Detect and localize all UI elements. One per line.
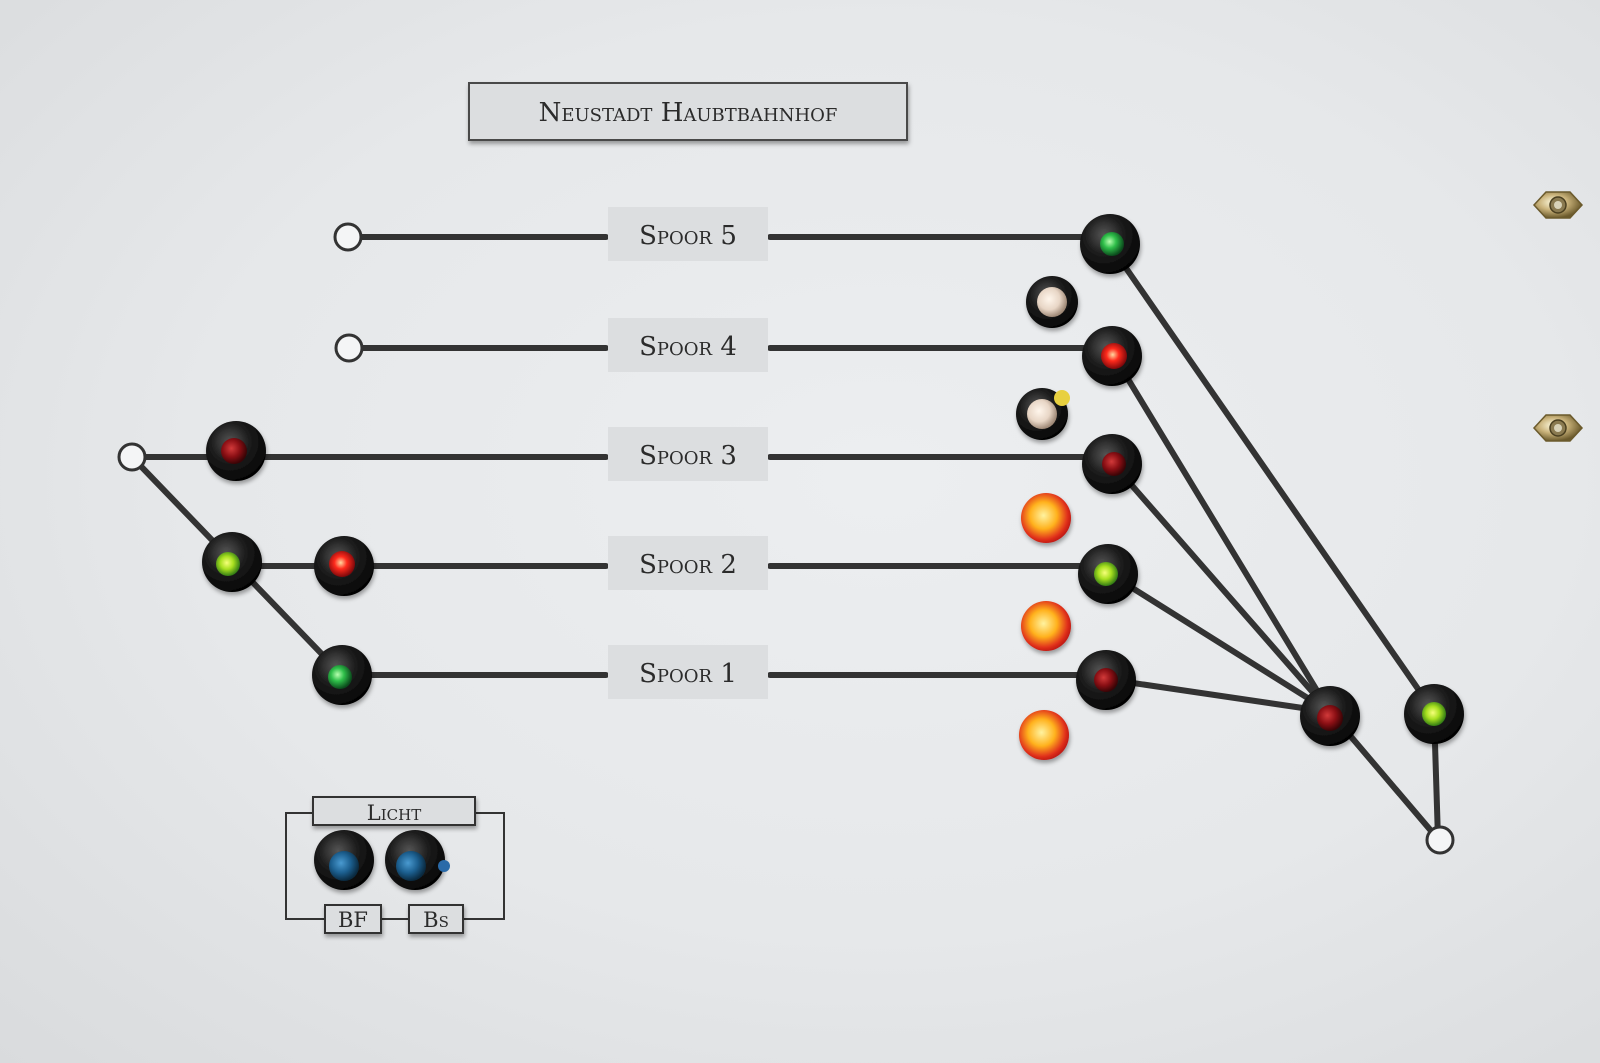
bs-button[interactable]	[385, 830, 450, 890]
track-label-spoor-2: Spoor 2	[608, 536, 768, 590]
track-end-marker	[334, 333, 364, 363]
station-title: Neustadt Haubtbahnhof	[539, 98, 838, 128]
signal-led-spoor-3-right[interactable]	[1082, 434, 1142, 494]
track-label-spoor-1: Spoor 1	[608, 645, 768, 699]
track-label-spoor-4: Spoor 4	[608, 318, 768, 372]
indicator-lamp-1	[1026, 276, 1078, 328]
indicator-lamp-3	[1021, 493, 1071, 543]
signal-led-junction-inner[interactable]	[1300, 686, 1360, 746]
signal-led-spoor-3-left[interactable]	[206, 421, 266, 481]
title-plate: Neustadt Haubtbahnhof	[468, 82, 908, 141]
svg-text:Spoor 4: Spoor 4	[639, 332, 737, 362]
track-label-spoor-5: Spoor 5	[608, 207, 768, 261]
track-label-spoor-3: Spoor 3	[608, 427, 768, 481]
indicator-lamp-2	[1016, 388, 1070, 440]
svg-text:Spoor 2: Spoor 2	[639, 550, 737, 580]
indicator-lamp-5	[1019, 710, 1069, 760]
signal-led-spoor-4-right[interactable]	[1082, 326, 1142, 386]
indicator-lamp-4	[1021, 601, 1071, 651]
track-end-marker	[117, 442, 147, 472]
bs-label: Bs	[423, 908, 449, 932]
signal-led-spoor-1-left[interactable]	[312, 645, 372, 705]
track-lines	[129, 234, 1441, 842]
svg-text:Spoor 3: Spoor 3	[639, 441, 737, 471]
svg-text:Spoor 1: Spoor 1	[639, 659, 737, 689]
signal-led-spoor-2-left-outer[interactable]	[202, 532, 262, 592]
mounting-screw	[1532, 414, 1584, 442]
mounting-screw	[1532, 191, 1584, 219]
licht-box: Licht BF Bs	[285, 796, 505, 934]
signal-led-spoor-5-right[interactable]	[1080, 214, 1140, 274]
signal-led-spoor-2-right[interactable]	[1078, 544, 1138, 604]
track-end-marker	[1425, 825, 1455, 855]
signal-led-junction-outer[interactable]	[1404, 684, 1464, 744]
bf-button[interactable]	[314, 830, 374, 890]
svg-text:Spoor 5: Spoor 5	[639, 221, 737, 251]
licht-label: Licht	[367, 801, 421, 825]
signal-led-spoor-1-right[interactable]	[1076, 650, 1136, 710]
track-end-marker	[333, 222, 363, 252]
signal-led-spoor-2-left-inner[interactable]	[314, 536, 374, 596]
bf-label: BF	[338, 908, 368, 932]
